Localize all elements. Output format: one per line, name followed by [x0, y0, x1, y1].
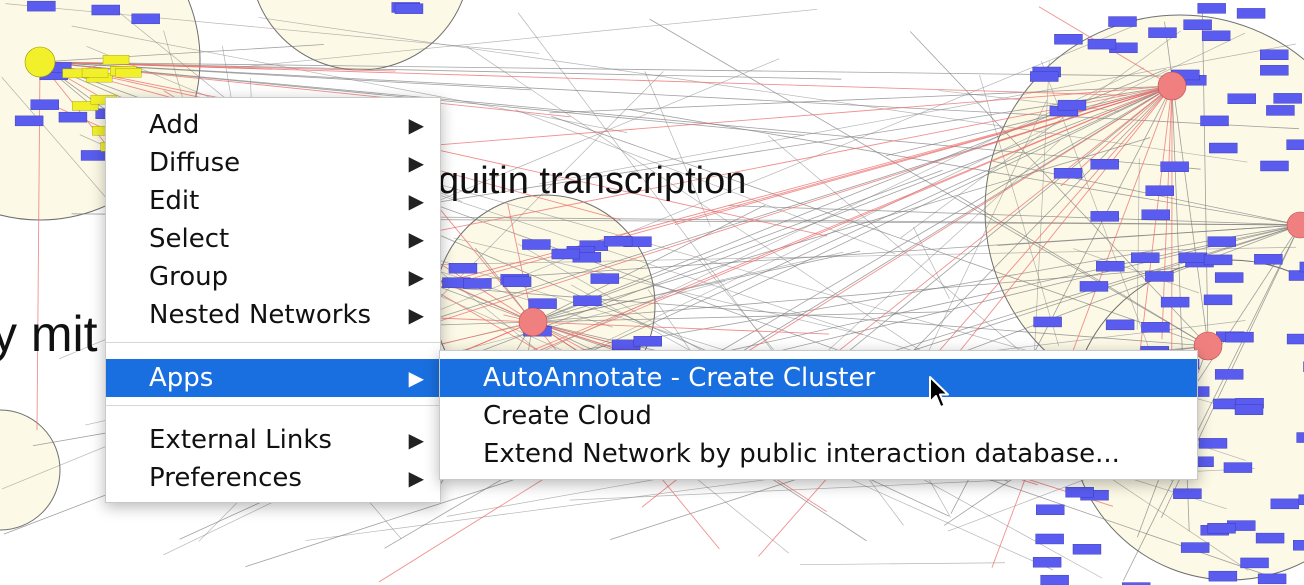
submenu-arrow-icon: ▶: [408, 151, 424, 175]
menu-item-group[interactable]: Group ▶: [106, 258, 440, 296]
menu-item-label: Diffuse: [149, 148, 241, 178]
menu-item-select[interactable]: Select ▶: [106, 220, 440, 258]
menu-item-label: Apps: [149, 363, 214, 393]
submenu-arrow-icon: ▶: [408, 428, 424, 452]
cluster-label-mit: y mit: [0, 306, 98, 362]
menu-item-preferences[interactable]: Preferences ▶: [106, 459, 440, 497]
submenu-arrow-icon: ▶: [408, 265, 424, 289]
submenu-arrow-icon: ▶: [408, 227, 424, 251]
menu-item-label: Preferences: [149, 463, 302, 493]
submenu-arrow-icon: ▶: [408, 189, 424, 213]
submenu-arrow-icon: ▶: [408, 366, 424, 390]
menu-item-apps[interactable]: Apps ▶: [106, 359, 440, 397]
menu-item-add[interactable]: Add ▶: [106, 106, 440, 144]
menu-separator: [106, 342, 440, 343]
submenu-item-label: AutoAnnotate - Create Cluster: [483, 363, 876, 393]
submenu-arrow-icon: ▶: [408, 303, 424, 327]
menu-item-nested-networks[interactable]: Nested Networks ▶: [106, 296, 440, 334]
menu-item-label: External Links: [149, 425, 332, 455]
menu-item-label: Select: [149, 224, 230, 254]
network-nodes: [14, 0, 1304, 585]
submenu-item-autoannotate-create-cluster[interactable]: AutoAnnotate - Create Cluster: [440, 359, 1197, 397]
submenu-item-label: Extend Network by public interaction dat…: [483, 439, 1120, 469]
context-menu: Add ▶ Diffuse ▶ Edit ▶ Select ▶ Group ▶ …: [105, 97, 441, 503]
submenu-item-label: Create Cloud: [483, 401, 652, 431]
menu-separator: [106, 405, 440, 406]
submenu-arrow-icon: ▶: [408, 466, 424, 490]
menu-item-label: Add: [149, 110, 200, 140]
mouse-pointer-icon: [929, 376, 949, 408]
menu-item-label: Group: [149, 262, 229, 292]
menu-item-label: Nested Networks: [149, 300, 372, 330]
submenu-item-extend-network[interactable]: Extend Network by public interaction dat…: [440, 435, 1197, 473]
cluster-label-ubiquitin: quitin transcription: [438, 160, 747, 202]
menu-item-external-links[interactable]: External Links ▶: [106, 421, 440, 459]
submenu-arrow-icon: ▶: [408, 113, 424, 137]
menu-item-label: Edit: [149, 186, 200, 216]
menu-item-diffuse[interactable]: Diffuse ▶: [106, 144, 440, 182]
menu-item-edit[interactable]: Edit ▶: [106, 182, 440, 220]
apps-submenu: AutoAnnotate - Create Cluster Create Clo…: [439, 350, 1198, 480]
submenu-item-create-cloud[interactable]: Create Cloud: [440, 397, 1197, 435]
